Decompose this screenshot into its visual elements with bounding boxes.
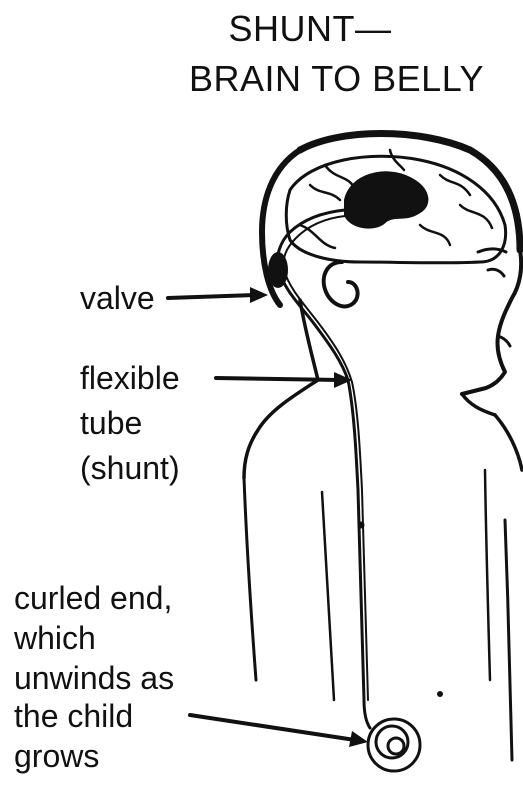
valve-arrow-line [168, 295, 255, 298]
label-valve: valve [80, 280, 155, 316]
label-unwinds: unwinds as [14, 660, 174, 696]
chest-line [485, 470, 490, 680]
valve-arrowhead [250, 287, 268, 303]
torso-right [505, 520, 512, 760]
arm-line [322, 492, 334, 700]
shoulder-left [244, 380, 318, 478]
eye [488, 269, 504, 276]
label-shunt: (shunt) [80, 450, 180, 486]
label-the-child: the child [14, 698, 133, 734]
shoulder-right [495, 415, 522, 470]
label-grows: grows [14, 738, 99, 774]
ear [324, 262, 358, 306]
neck-front [462, 394, 495, 415]
label-curled-end: curled end, [14, 580, 172, 616]
label-tube: tube [80, 405, 142, 441]
ventricle [345, 172, 427, 227]
face-profile [462, 250, 521, 394]
navel [437, 691, 443, 697]
torso-left [244, 478, 256, 680]
label-which: which [14, 620, 96, 656]
valve [268, 252, 288, 288]
label-flexible: flexible [80, 360, 180, 396]
curled-arrow-line [190, 715, 355, 740]
tube-arrow-line [216, 378, 340, 380]
curled-arrowhead [349, 731, 368, 747]
mouth [498, 336, 510, 346]
